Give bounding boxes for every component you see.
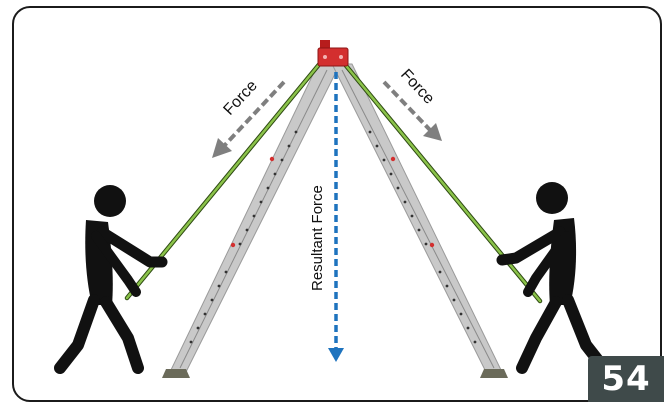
page-number-badge: 54 [588,356,664,402]
force-arrow-left [212,80,286,158]
tripod-head-icon [317,40,349,67]
tripod-leg-right [331,63,503,373]
resultant-force-arrow [328,72,344,362]
person-figure-icon [496,182,610,374]
force-arrow-right [382,80,442,141]
person-figure-icon [54,185,168,374]
resultant-force-label: Resultant Force [309,185,326,291]
tripod-foot-icon [162,369,508,378]
